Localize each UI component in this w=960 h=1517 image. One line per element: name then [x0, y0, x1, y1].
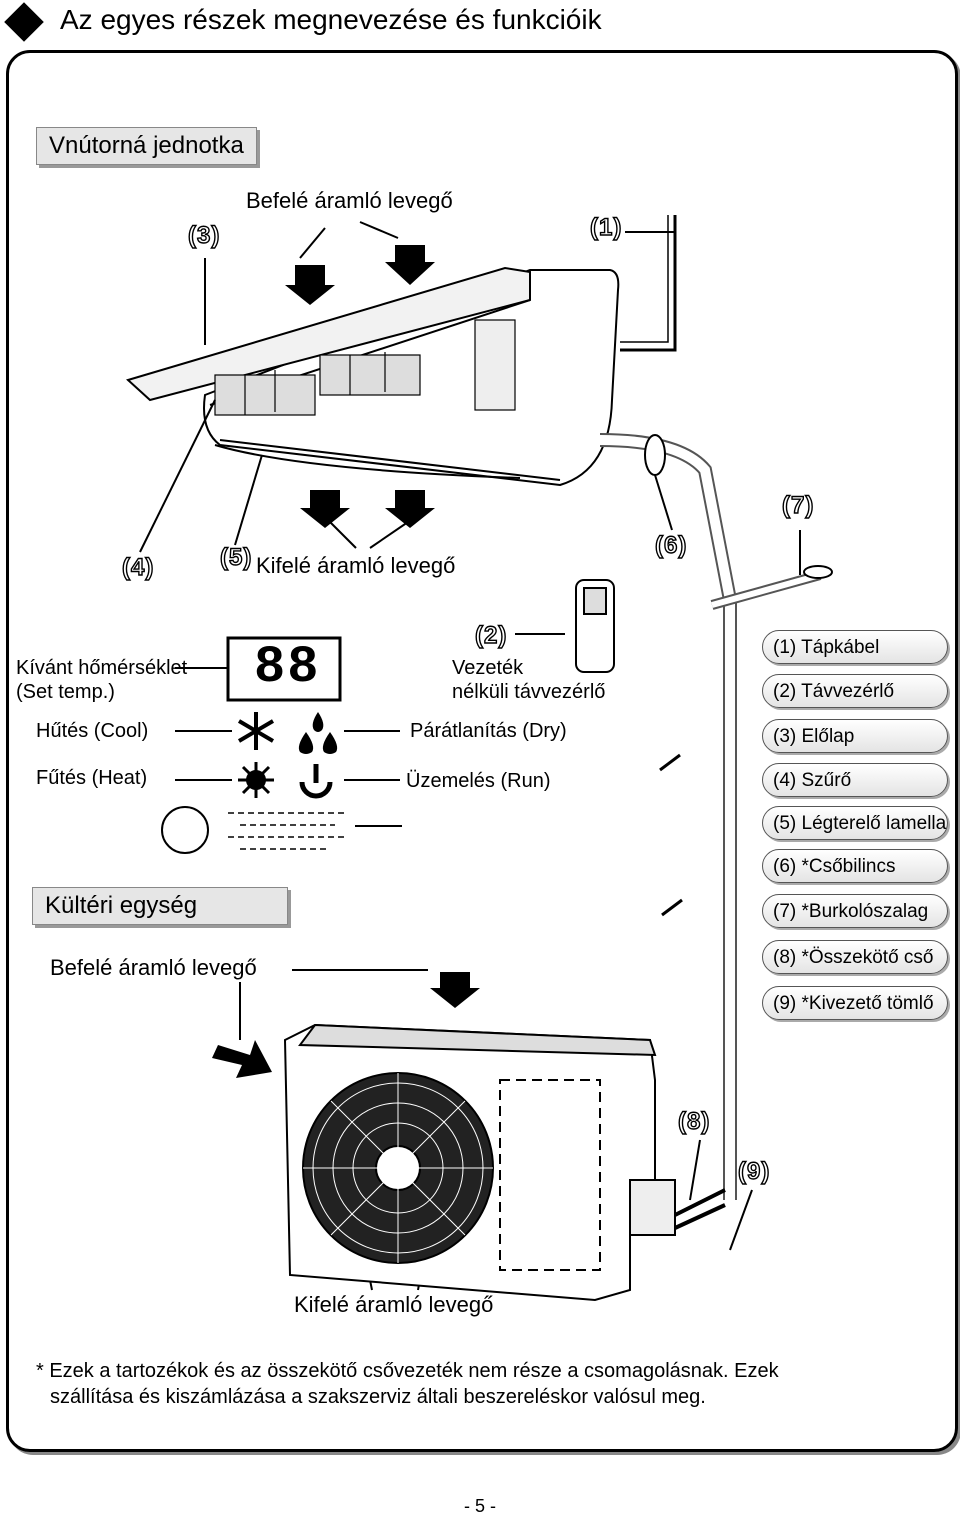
snowflake-icon [237, 712, 275, 750]
callout-8: (8) [677, 1107, 711, 1135]
legend-item: (8) *Összekötő cső [762, 940, 948, 974]
callout-4: (4) [121, 553, 155, 581]
set-temp-label: Kívánt hőmérséklet [16, 657, 188, 679]
footnote-line: szállítása és kiszámlázása a szakszerviz… [50, 1386, 706, 1408]
callout-9: (9) [737, 1157, 771, 1185]
outdoor-air-out-label: Kifelé áramló levegő [294, 1292, 494, 1317]
legend-item: (7) *Burkolószalag [762, 894, 948, 928]
footnote: * Ezek a tartozékok és az összekötő csőv… [36, 1358, 916, 1410]
outdoor-air-in-label: Befelé áramló levegő [50, 955, 257, 980]
legend-item: (2) Távvezérlő [762, 674, 948, 708]
page-title: Az egyes részek megnevezése és funkcióik [60, 4, 602, 35]
remote-label: Vezeték [452, 657, 524, 679]
set-temp-label-en: (Set temp.) [16, 681, 115, 703]
callout-3: (3) [187, 221, 221, 249]
drops-icon [312, 712, 324, 732]
callout-5: (5) [219, 543, 253, 571]
legend-item: (4) Szűrő [762, 763, 948, 797]
power-icon [299, 781, 333, 799]
callout-6: (6) [654, 531, 688, 559]
content-frame [6, 50, 958, 1452]
cool-label: Hűtés (Cool) [36, 720, 149, 742]
legend-item: (3) Előlap [762, 719, 948, 753]
footnote-line: * Ezek a tartozékok és az összekötő csőv… [36, 1360, 779, 1382]
legend-item: (6) *Csőbilincs [762, 849, 948, 883]
heat-label: Fűtés (Heat) [36, 767, 148, 789]
callout-1: (1) [589, 213, 623, 241]
page-number: - 5 - [463, 1496, 496, 1516]
indoor-unit-label: Vnútorná jednotka [36, 127, 257, 165]
dry-label: Párátlanítás (Dry) [410, 720, 567, 742]
temperature-digits: 88 [254, 638, 321, 697]
legend-item: (9) *Kivezető tömlő [762, 986, 948, 1020]
legend-item: (5) Légterelő lamella [762, 806, 948, 840]
run-label: Üzemelés (Run) [406, 770, 551, 792]
legend-item: (1) Tápkábel [762, 630, 948, 664]
outdoor-unit-label: Kültéri egység [32, 887, 288, 925]
remote-label-2: nélküli távvezérlő [452, 681, 606, 703]
callout-7: (7) [781, 491, 815, 519]
callout-2: (2) [474, 621, 508, 649]
indoor-air-in-label: Befelé áramló levegő [246, 188, 453, 213]
indoor-air-out-label: Kifelé áramló levegő [256, 553, 456, 578]
